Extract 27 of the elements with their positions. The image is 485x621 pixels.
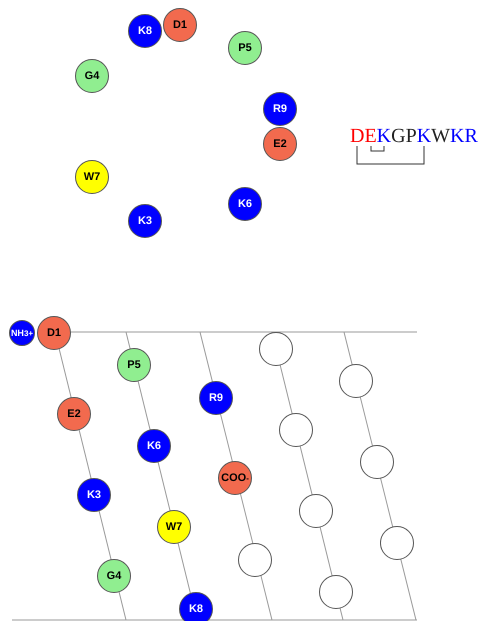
empty-residue-circle [299, 494, 333, 528]
residue-circle: R9 [263, 92, 297, 126]
residue-circle: K6 [228, 187, 262, 221]
residue-circle: D1 [163, 8, 197, 42]
residue-circle: D1 [37, 316, 71, 350]
residue-circle: E2 [263, 127, 297, 161]
residue-circle: K6 [137, 429, 171, 463]
residue-circle: P5 [228, 31, 262, 65]
residue-circle: W7 [75, 160, 109, 194]
empty-residue-circle [380, 526, 414, 560]
empty-residue-circle [339, 364, 373, 398]
empty-residue-circle [279, 413, 313, 447]
empty-residue-circle [360, 445, 394, 479]
residue-circle: G4 [75, 59, 109, 93]
residue-circle: R9 [199, 381, 233, 415]
residue-circle: K8 [179, 592, 213, 621]
sequence-text: DEKGPKWKR [350, 124, 478, 148]
residue-circle: W7 [157, 510, 191, 544]
residue-circle: P5 [117, 348, 151, 382]
empty-residue-circle [319, 575, 353, 609]
residue-circle: G4 [97, 559, 131, 593]
residue-circle: K3 [77, 478, 111, 512]
residue-circle: K3 [128, 204, 162, 238]
empty-residue-circle [259, 332, 293, 366]
residue-circle: K8 [128, 14, 162, 48]
residue-circle: E2 [57, 397, 91, 431]
empty-residue-circle [238, 543, 272, 577]
